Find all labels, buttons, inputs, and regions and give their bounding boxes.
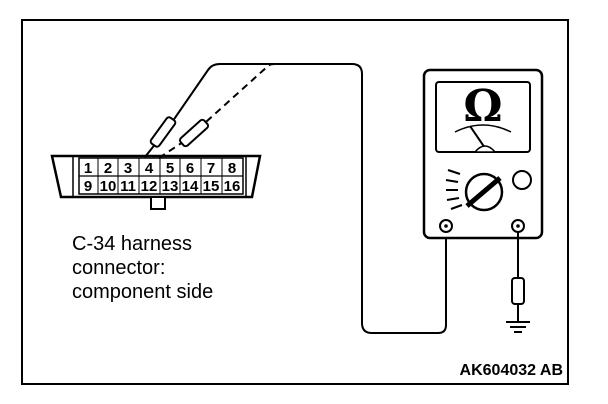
pin-label: 6	[186, 160, 194, 177]
pin-label: 10	[100, 178, 117, 195]
test-leads	[144, 63, 447, 334]
dashed-test-lead	[158, 63, 350, 159]
pin-label: 8	[228, 160, 236, 177]
caption-line-3: component side	[72, 281, 213, 303]
pin-label: 3	[124, 160, 132, 177]
figure-border	[21, 19, 569, 385]
caption-line-1: C-34 harness	[72, 233, 192, 255]
figure-code: AK604032 AB	[460, 362, 563, 379]
pin-label: 2	[104, 160, 112, 177]
ohmmeter: Ω	[422, 68, 544, 240]
pin-label: 4	[145, 160, 154, 177]
pin-label: 16	[224, 178, 241, 195]
meter-terminal-right-hole	[516, 224, 520, 228]
pin-label: 15	[203, 178, 220, 195]
pin-label: 7	[207, 160, 215, 177]
pin-label: 13	[162, 178, 179, 195]
pin-label: 12	[141, 178, 158, 195]
pin-label: 9	[84, 178, 92, 195]
connector-c34: 1 2 3 4 5 6 7 8 9 10 11 12 13 14 15 16	[50, 154, 262, 210]
selector-tick	[447, 169, 461, 175]
selector-tick	[446, 197, 460, 201]
meter-scale-arc	[454, 124, 512, 133]
pin-label: 1	[84, 160, 92, 177]
pin-label: 14	[182, 178, 199, 195]
pin-label: 5	[166, 160, 174, 177]
ground-lead	[506, 232, 530, 333]
ohm-icon: Ω	[463, 81, 502, 132]
meter-needle-pivot	[473, 145, 497, 153]
meter-terminal-left-hole	[444, 224, 448, 228]
solid-test-lead	[144, 63, 447, 334]
ground-probe-handle	[511, 277, 525, 305]
caption-line-2: connector:	[72, 257, 165, 279]
selector-tick	[445, 179, 459, 183]
zero-adjust-knob[interactable]	[512, 170, 532, 190]
probe-handle-solid	[149, 116, 177, 148]
connector-lock-tab	[150, 196, 166, 210]
meter-needle-icon	[469, 125, 486, 149]
selector-knob-pointer	[465, 176, 502, 208]
probe-handle-dashed	[179, 118, 209, 148]
pin-label: 11	[120, 178, 136, 195]
selector-tick	[450, 204, 463, 210]
